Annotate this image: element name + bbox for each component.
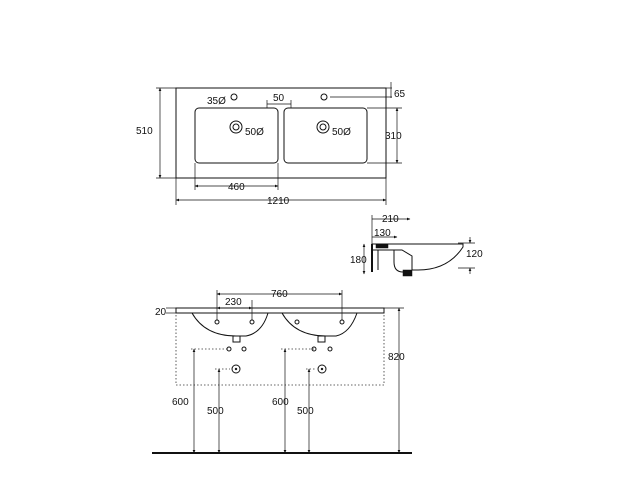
top-view: 35Ø 50Ø 50Ø 50 65 510 310 460 1210 [136, 82, 406, 207]
countertop-outline [175, 87, 387, 179]
vanity-cabinet-outline [175, 312, 385, 386]
right-supply-height-label: 600 [272, 397, 289, 408]
side-depth-label: 210 [382, 214, 399, 225]
basin-profile [371, 243, 464, 271]
right-drain [316, 120, 330, 134]
right-bowl [281, 312, 358, 337]
side-inner-depth-label: 130 [374, 228, 391, 239]
side-height-label: 180 [350, 255, 367, 266]
tap-spacing-label: 760 [271, 289, 288, 300]
back-offset-label: 65 [394, 89, 406, 100]
waste-trap [393, 250, 412, 273]
left-waste-height-label: 500 [207, 406, 224, 417]
left-supply-height-label: 600 [172, 397, 189, 408]
left-bowl [191, 312, 269, 337]
drain-spacing-label: 230 [225, 297, 242, 308]
left-drain [229, 120, 243, 134]
left-basin-outline [194, 107, 279, 164]
slab-thickness-label: 20 [155, 307, 167, 318]
bowl-height-label: 120 [466, 249, 483, 260]
basin-depth-label: 310 [385, 131, 402, 142]
right-drain-label: 50Ø [332, 127, 351, 138]
left-tap-hole [230, 93, 238, 101]
left-drain-label: 50Ø [245, 127, 264, 138]
overall-depth-label: 510 [136, 126, 153, 137]
right-waste-height-label: 500 [297, 406, 314, 417]
overall-width-label: 1210 [267, 196, 290, 207]
tap-hole-label: 35Ø [207, 96, 226, 107]
drain-outlet [402, 269, 413, 277]
countertop-slab [175, 307, 385, 314]
right-basin-outline [283, 107, 368, 164]
right-tap-hole [320, 93, 328, 101]
front-view: 760 230 20 820 600 500 600 [152, 289, 412, 454]
tap-offset-label: 50 [273, 93, 285, 104]
basin-width-label: 460 [228, 182, 245, 193]
top-height-label: 820 [388, 352, 405, 363]
side-view: 210 130 180 120 [350, 214, 483, 277]
